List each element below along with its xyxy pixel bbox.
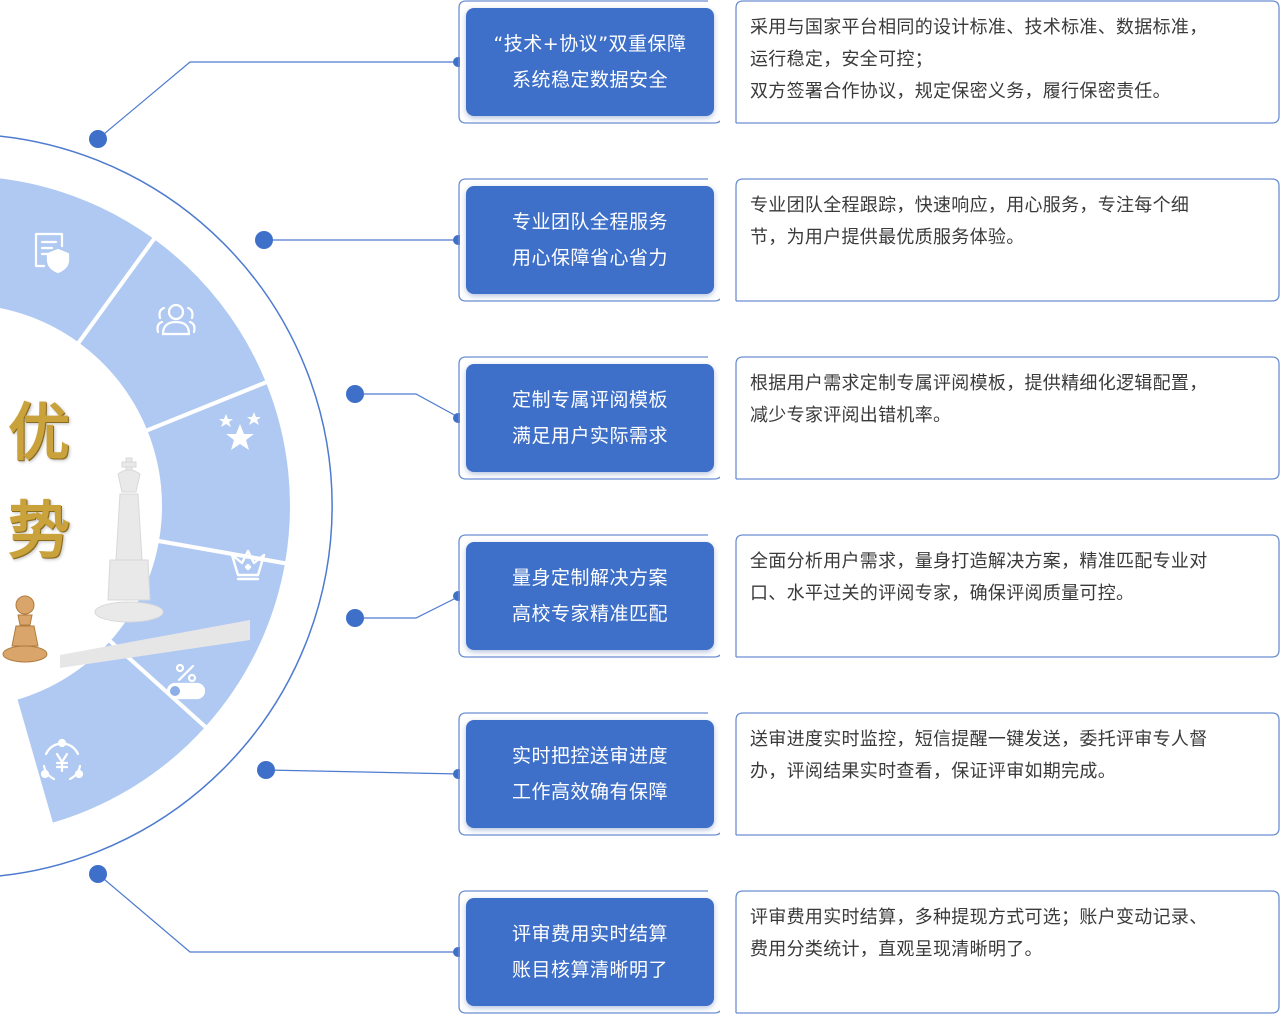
document-shield-icon — [34, 232, 70, 274]
wheel-icons — [34, 232, 266, 781]
connector-dot — [89, 130, 107, 148]
advantage-desc-box: 送审进度实时监控，短信提醒一键发送，委托评审专人督办，评阅结果实时查看，保证评审… — [722, 712, 1280, 836]
advantage-title-box: 评审费用实时结算 账目核算清晰明了 — [466, 898, 714, 1006]
percent-toggle-icon — [166, 663, 206, 700]
advantage-item: “技术+协议”双重保障 系统稳定数据安全 采用与国家平台相同的设计标准、技术标准… — [458, 0, 1280, 124]
outer-ring — [0, 135, 333, 877]
connector-end-dot — [453, 57, 460, 67]
connector-line — [97, 61, 460, 140]
advantage-desc-line: 采用与国家平台相同的设计标准、技术标准、数据标准， — [750, 17, 1208, 38]
advantage-item: 专业团队全程服务 用心保障省心省力 专业团队全程跟踪，快速响应，用心服务，专注每… — [458, 178, 1280, 302]
advantage-desc: 评审费用实时结算，多种提现方式可选；账户变动记录、费用分类统计，直观呈现清晰明了… — [750, 902, 1262, 966]
advantage-title-line-2: 系统稳定数据安全 — [511, 69, 668, 91]
advantage-desc-line: 减少专家评阅出错机率。 — [750, 405, 952, 426]
advantage-title-line-1: 定制专属评阅模板 — [511, 389, 668, 411]
advantage-title-box: 量身定制解决方案 高校专家精准匹配 — [466, 542, 714, 650]
advantage-desc-box: 全面分析用户需求，量身打造解决方案，精准匹配专业对口、水平过关的评阅专家，确保评… — [722, 534, 1280, 658]
advantage-desc: 全面分析用户需求，量身打造解决方案，精准匹配专业对口、水平过关的评阅专家，确保评… — [750, 546, 1262, 610]
advantage-title-line-2: 工作高效确有保障 — [511, 781, 668, 803]
advantage-title-line-2: 满足用户实际需求 — [511, 425, 668, 447]
advantage-desc-line: 运行稳定，安全可控； — [750, 49, 933, 70]
connector-dot — [89, 865, 107, 883]
advantage-desc-box: 根据用户需求定制专属评阅模板，提供精细化逻辑配置， 减少专家评阅出错机率。 — [722, 356, 1280, 480]
advantage-item: 量身定制解决方案 高校专家精准匹配 全面分析用户需求，量身打造解决方案，精准匹配… — [458, 534, 1280, 658]
advantage-title-box: “技术+协议”双重保障 系统稳定数据安全 — [466, 8, 714, 116]
advantage-title-line-1: 评审费用实时结算 — [511, 923, 668, 945]
advantage-desc: 送审进度实时监控，短信提醒一键发送，委托评审专人督办，评阅结果实时查看，保证评审… — [750, 724, 1262, 788]
connector-lines — [89, 57, 460, 957]
desc-box-outline — [735, 0, 1280, 124]
stars-icon — [219, 412, 261, 450]
advantage-title-box: 定制专属评阅模板 满足用户实际需求 — [466, 364, 714, 472]
connector-dot — [346, 609, 364, 627]
connector-end-dot — [453, 413, 460, 423]
advantage-item: 实时把控送审进度 工作高效确有保障 送审进度实时监控，短信提醒一键发送，委托评审… — [458, 712, 1280, 836]
connector-line — [265, 769, 460, 775]
advantage-desc-line: 办，评阅结果实时查看，保证评审如期完成。 — [750, 761, 1116, 782]
advantage-desc: 专业团队全程跟踪，快速响应，用心服务，专注每个细节，为用户提供最优质服务体验。 — [750, 190, 1262, 254]
advantage-item: 定制专属评阅模板 满足用户实际需求 根据用户需求定制专属评阅模板，提供精细化逻辑… — [458, 356, 1280, 480]
connector-dot — [255, 231, 273, 249]
advantage-wheel — [0, 57, 460, 957]
desc-box-outline — [735, 534, 1280, 658]
title-char-2: 势 — [8, 494, 71, 567]
advantage-title-box: 专业团队全程服务 用心保障省心省力 — [466, 186, 714, 294]
chess-pieces-illustration — [2, 457, 250, 668]
advantage-desc-box: 采用与国家平台相同的设计标准、技术标准、数据标准， 运行稳定，安全可控； 双方签署合… — [722, 0, 1280, 124]
advantage-title-line-1: 专业团队全程服务 — [511, 211, 668, 233]
advantage-title-line-2: 用心保障省心省力 — [511, 247, 668, 269]
advantage-desc-line: 双方签署合作协议，规定保密义务，履行保密责任。 — [750, 81, 1171, 102]
advantage-title-line-1: “技术+协议”双重保障 — [493, 33, 687, 55]
connector-line — [355, 595, 460, 619]
advantage-title-line-1: 实时把控送审进度 — [511, 745, 668, 767]
advantage-desc-line: 节，为用户提供最优质服务体验。 — [750, 227, 1025, 248]
desc-box-outline — [735, 178, 1280, 302]
desc-box-outline — [735, 356, 1280, 480]
connector-dot — [257, 761, 275, 779]
connector-dot — [346, 385, 364, 403]
connector-end-dot — [453, 947, 460, 957]
advantage-desc-line: 费用分类统计，直观呈现清晰明了。 — [750, 939, 1043, 960]
advantage-title-box: 实时把控送审进度 工作高效确有保障 — [466, 720, 714, 828]
title-box-outline — [458, 0, 720, 124]
advantage-desc-line: 专业团队全程跟踪，快速响应，用心服务，专注每个细 — [750, 195, 1190, 216]
crown-icon — [230, 549, 266, 581]
advantage-title-line-1: 量身定制解决方案 — [511, 567, 668, 589]
connector-line — [97, 873, 460, 953]
title-box-outline — [458, 712, 720, 836]
advantage-title-line-2: 账目核算清晰明了 — [511, 959, 668, 981]
advantage-desc-line: 评审费用实时结算，多种提现方式可选；账户变动记录、 — [750, 907, 1208, 928]
advantage-desc-box: 评审费用实时结算，多种提现方式可选；账户变动记录、费用分类统计，直观呈现清晰明了… — [722, 890, 1280, 1014]
advantage-title-line-2: 高校专家精准匹配 — [511, 603, 668, 625]
users-icon — [156, 303, 196, 336]
title-box-outline — [458, 890, 720, 1014]
advantage-desc-box: 专业团队全程跟踪，快速响应，用心服务，专注每个细节，为用户提供最优质服务体验。 — [722, 178, 1280, 302]
connector-end-dot — [453, 591, 460, 601]
desc-box-outline — [735, 712, 1280, 836]
title-char-1: 优 — [8, 396, 71, 469]
advantage-desc-line: 送审进度实时监控，短信提醒一键发送，委托评审专人督 — [750, 729, 1208, 750]
title-box-outline — [458, 356, 720, 480]
advantage-desc-line: 根据用户需求定制专属评阅模板，提供精细化逻辑配置， — [750, 373, 1208, 394]
title-box-outline — [458, 534, 720, 658]
desc-box-outline — [735, 890, 1280, 1014]
advantage-item: 评审费用实时结算 账目核算清晰明了 评审费用实时结算，多种提现方式可选；账户变动… — [458, 890, 1280, 1014]
advantage-desc: 根据用户需求定制专属评阅模板，提供精细化逻辑配置， 减少专家评阅出错机率。 — [750, 368, 1262, 432]
connector-end-dot — [453, 235, 460, 245]
title-box-outline — [458, 178, 720, 302]
yuan-cycle-icon — [40, 738, 84, 781]
advantage-desc: 采用与国家平台相同的设计标准、技术标准、数据标准， 运行稳定，安全可控； 双方签署合… — [750, 12, 1262, 108]
connector-end-dot — [453, 769, 460, 779]
advantage-desc-line: 口、水平过关的评阅专家，确保评阅质量可控。 — [750, 583, 1135, 604]
connector-line — [355, 393, 460, 419]
advantage-desc-line: 全面分析用户需求，量身打造解决方案，精准匹配专业对 — [750, 551, 1208, 572]
